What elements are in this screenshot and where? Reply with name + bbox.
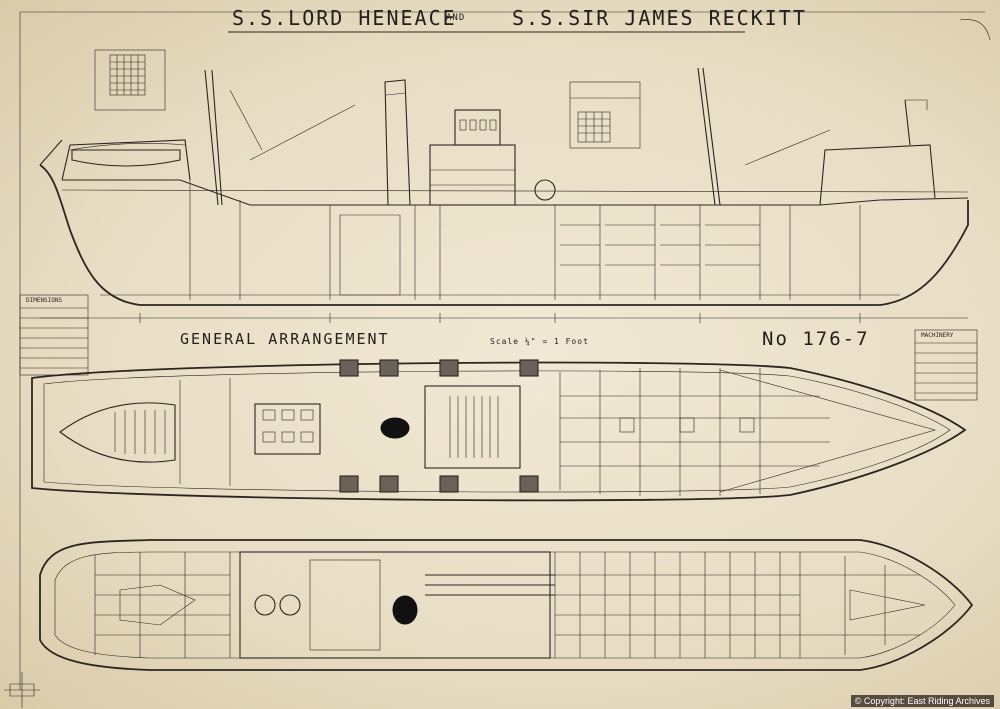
drawing-number: No 176-7 bbox=[762, 328, 870, 350]
deck-plan bbox=[31, 359, 967, 502]
profile-elevation bbox=[39, 67, 969, 323]
title-conjunction: AND bbox=[446, 13, 466, 23]
scale-label: Scale ¼" = 1 Foot bbox=[490, 337, 589, 346]
detail-inset-left bbox=[94, 49, 166, 111]
detail-inset-right bbox=[569, 81, 641, 149]
copyright-notice: © Copyright: East Riding Archives bbox=[850, 695, 994, 707]
lower-deck-plan bbox=[39, 539, 974, 671]
title-ship-one: S.S.LORD HENEACE bbox=[232, 6, 457, 30]
dimensions-heading: DIMENSIONS bbox=[26, 297, 63, 304]
dimensions-table bbox=[19, 294, 89, 376]
general-arrangement-title: GENERAL ARRANGEMENT bbox=[180, 330, 390, 348]
sheet-border bbox=[4, 11, 991, 708]
machinery-heading: MACHINERY bbox=[921, 332, 954, 339]
machinery-table bbox=[914, 329, 978, 401]
title-ship-two: S.S.SIR JAMES RECKITT bbox=[512, 6, 807, 30]
